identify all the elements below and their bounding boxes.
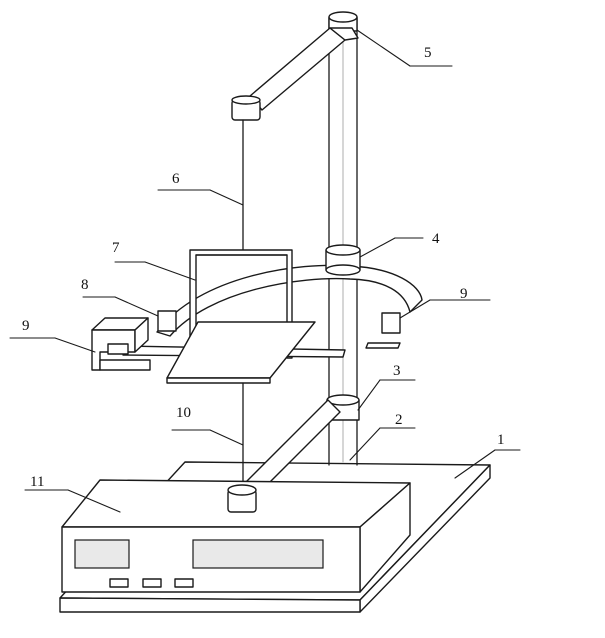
upper-collar (325, 244, 361, 276)
upper-pulley (231, 95, 261, 121)
upper-arm (249, 27, 359, 111)
part-labels: 1 2 3 4 5 6 7 8 9 9 10 11 (22, 45, 505, 490)
label-9-left: 9 (22, 318, 30, 334)
label-10: 10 (176, 405, 191, 421)
sample-plate (166, 321, 316, 384)
label-7: 7 (112, 240, 120, 256)
left-sensor (157, 310, 177, 332)
button-3 (174, 578, 194, 588)
label-9-right: 9 (460, 286, 468, 302)
label-8: 8 (81, 277, 89, 293)
label-11: 11 (30, 474, 44, 490)
label-2: 2 (395, 412, 403, 428)
label-6: 6 (172, 171, 180, 187)
display-panels (74, 539, 324, 569)
left-display (74, 539, 130, 569)
lower-pulley-front (227, 484, 257, 513)
label-3: 3 (393, 363, 401, 379)
control-buttons (109, 578, 194, 588)
label-4: 4 (432, 231, 440, 247)
vertical-column (328, 17, 358, 466)
left-bracket (91, 317, 151, 371)
leader-lines (9, 29, 521, 513)
label-5: 5 (424, 45, 432, 61)
button-2 (142, 578, 162, 588)
label-1: 1 (497, 432, 505, 448)
right-sensor (365, 312, 401, 349)
button-1 (109, 578, 129, 588)
right-display (192, 539, 324, 569)
